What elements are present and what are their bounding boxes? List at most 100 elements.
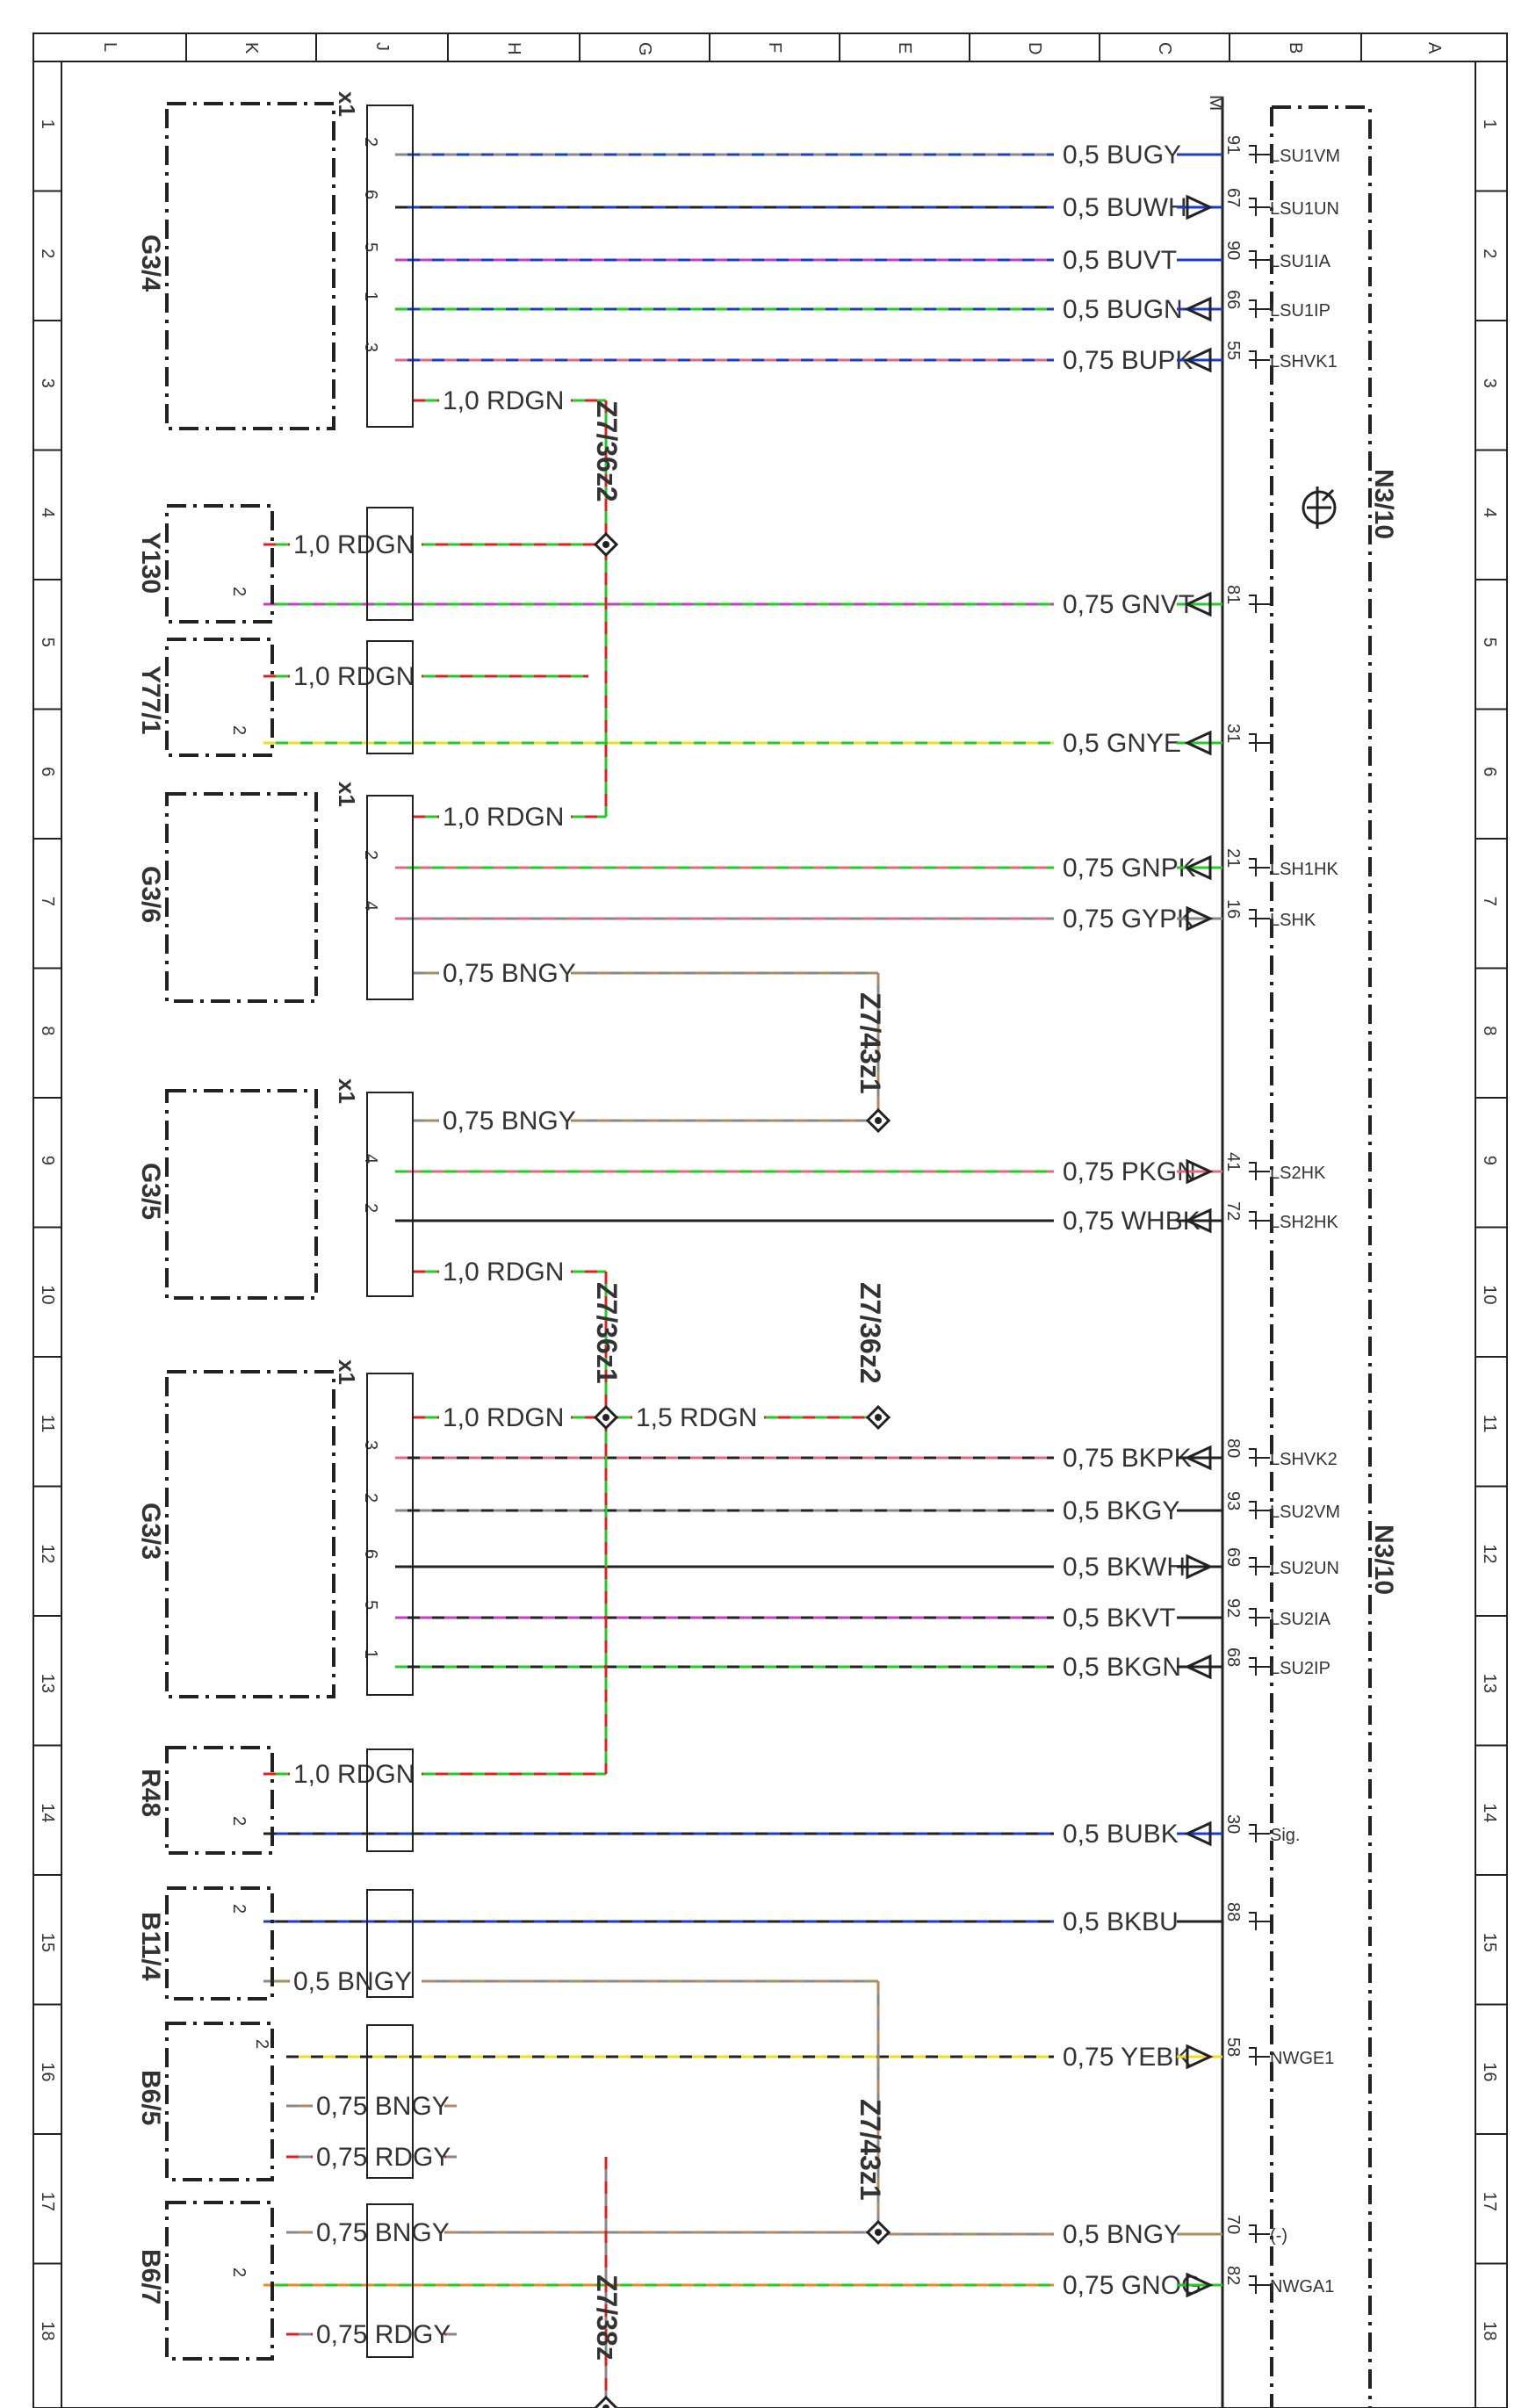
ecu-pin-number: 80 — [1223, 1438, 1243, 1458]
ecu-pin-number: 91 — [1223, 135, 1243, 155]
component-r48: R48 — [136, 1746, 414, 1855]
component-label: G3/5 — [136, 1163, 165, 1220]
column-label: J — [372, 42, 392, 51]
component-pin-number: 1 — [361, 292, 380, 301]
component-g3_6: G3/6x1 — [136, 782, 414, 1003]
component-housing — [165, 638, 274, 757]
wire-label: 0,75 GYPK — [1063, 905, 1194, 934]
component-housing — [165, 2201, 274, 2361]
local-wire: 1,0 RDGN — [263, 527, 606, 562]
component-y130: Y130 — [136, 504, 414, 624]
wire-label: 0,5 BKVT — [1063, 1604, 1175, 1633]
ecu-pin-contact — [1249, 350, 1270, 369]
local-wire: 0,75 BNGY — [413, 1103, 878, 1138]
column-label: H — [504, 42, 523, 54]
wire-label: 0,5 BUGY — [1063, 141, 1181, 169]
local-wire: 1,0 RDGN — [413, 1254, 606, 1289]
component-housing — [165, 2022, 274, 2181]
wire-label: 0,75 BNGY — [316, 2092, 450, 2121]
column-label: E — [895, 42, 914, 54]
local-wire: 0,75 RDGY — [286, 2317, 457, 2352]
component-pin-number: 1 — [361, 1649, 380, 1659]
component-housing — [165, 1886, 274, 2001]
component-pin-number: 5 — [361, 242, 380, 252]
component-pin-number: 2 — [229, 1904, 249, 1914]
splice-point: Z7/43z1 — [855, 992, 891, 1134]
row-label: 5 — [1480, 638, 1499, 647]
ecu-pin-number: 90 — [1223, 241, 1243, 260]
column-label: C — [1155, 42, 1174, 54]
row-label: 17 — [1480, 2192, 1499, 2211]
component-housing — [165, 102, 335, 430]
splice-label: Z7/43z1 — [855, 992, 886, 1094]
components-layer: G3/4x1Y130Y77/1G3/6x1G3/5x1G3/3x1R48B11/… — [136, 91, 414, 2361]
ecu-pin-number: 16 — [1223, 899, 1243, 919]
local-wire: 1,0 RDGN — [413, 383, 606, 418]
connector-block — [366, 640, 414, 754]
row-label: 12 — [1480, 1544, 1499, 1563]
component-label: Y77/1 — [136, 666, 165, 734]
row-label: 4 — [1480, 508, 1499, 517]
row-label: 13 — [38, 1674, 57, 1693]
ecu-pin-number: 55 — [1223, 341, 1243, 360]
component-pin-number: 2 — [229, 587, 249, 596]
signal-arrow-icon — [1184, 1654, 1212, 1680]
component-g3_4: G3/4x1 — [136, 91, 414, 430]
ecu-pin-contact — [1249, 1162, 1270, 1180]
ecu-pin-contact — [1249, 1211, 1270, 1229]
row-label: 10 — [1480, 1285, 1499, 1304]
column-label: G — [635, 42, 654, 56]
component-label: G3/4 — [136, 234, 165, 292]
ecu-pin-number: 31 — [1223, 724, 1243, 743]
column-label: K — [242, 42, 261, 54]
wire-label: 0,75 GNVT — [1063, 590, 1194, 619]
component-pin-number: 4 — [361, 901, 380, 911]
row-label: 17 — [38, 2192, 57, 2211]
splice-dot — [602, 1414, 609, 1421]
component-label: R48 — [136, 1769, 165, 1817]
row-label: 9 — [1480, 1156, 1499, 1165]
local-wire: 1,0 RDGN — [413, 1400, 606, 1435]
signal-arrow-icon — [1186, 905, 1214, 932]
wire-label: 0,5 BUGN — [1063, 295, 1183, 324]
ecu-label-top: N3/10 — [1369, 469, 1398, 539]
label-background — [290, 1756, 422, 1792]
splice-dot — [875, 1117, 882, 1124]
local-wire: 1,0 RDGN — [263, 1756, 606, 1792]
ecu-pin-number: 41 — [1223, 1152, 1243, 1172]
component-g3_3: G3/3x1 — [136, 1359, 414, 1698]
transistor-icon — [1302, 487, 1337, 529]
ecu-pin-number: 72 — [1223, 1201, 1243, 1221]
ecu-signal-name: NWGA1 — [1270, 2277, 1334, 2296]
signal-arrow-icon — [1186, 194, 1214, 220]
signal-arrow-icon — [1184, 591, 1212, 617]
component-pin-number: 2 — [361, 137, 380, 147]
ecu-signal-name: LSHVK1 — [1270, 352, 1338, 371]
signal-arrow-icon — [1186, 2044, 1214, 2070]
ecu-signal-name: LSU2VM — [1270, 1503, 1340, 1522]
row-label: 18 — [38, 2321, 57, 2340]
row-label: 14 — [1480, 1803, 1499, 1822]
label-background — [439, 1254, 571, 1289]
component-pin-number: 4 — [361, 1154, 380, 1164]
component-pin-number: 3 — [361, 1440, 380, 1450]
splice-label: Z7/36z2 — [855, 1282, 886, 1384]
row-label: 16 — [1480, 2062, 1499, 2081]
ecu-pin-contact — [1249, 733, 1270, 752]
wire-label: 0,5 BUWH — [1063, 193, 1187, 222]
splice-label: Z7/38z — [591, 2275, 623, 2361]
row-label: 6 — [1480, 767, 1499, 776]
component-pin-number: 3 — [361, 342, 380, 352]
component-y77_1: Y77/1 — [136, 638, 414, 757]
row-label: 6 — [38, 767, 57, 776]
component-pin-number: 5 — [361, 1600, 380, 1610]
component-pin-number: 6 — [361, 1549, 380, 1559]
ecu-pin-number: 70 — [1223, 2215, 1243, 2234]
ecu-pin-number: 67 — [1223, 188, 1243, 207]
wire-label: 1,0 RDGN — [293, 662, 415, 691]
ecu-pin-contact — [1249, 299, 1270, 318]
